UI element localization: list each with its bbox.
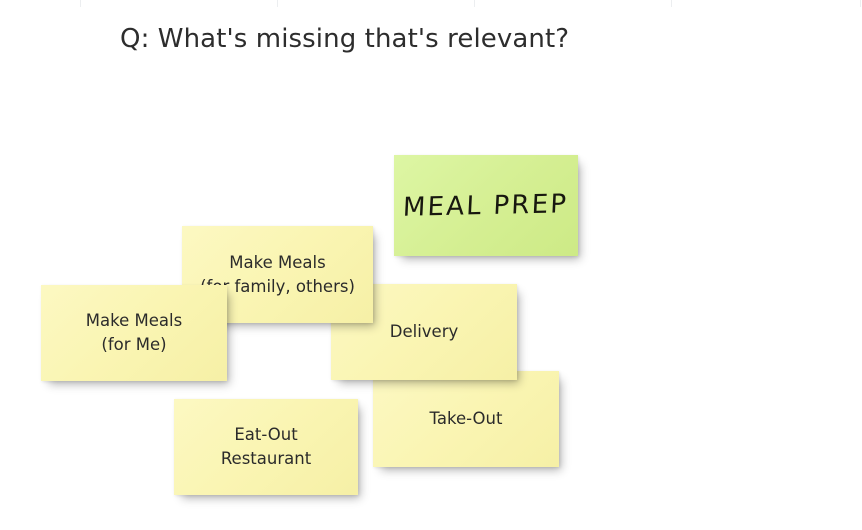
- sticky-note-take-out-text: Take-Out: [429, 409, 503, 428]
- sticky-note-take-out[interactable]: Take-Out: [373, 371, 559, 467]
- sticky-note-make-meals-me-text: Make Meals (for Me): [85, 311, 183, 354]
- sticky-note-eat-out-restaurant[interactable]: Eat-Out Restaurant: [174, 399, 358, 495]
- top-guide-ticks: [0, 0, 862, 7]
- sticky-note-meal-prep-text: MEAL PREP: [402, 188, 570, 223]
- sticky-note-meal-prep[interactable]: MEAL PREP: [394, 155, 578, 256]
- sticky-note-eat-out-restaurant-text: Eat-Out Restaurant: [220, 425, 312, 468]
- sticky-note-delivery-text: Delivery: [389, 322, 459, 341]
- guide-tick-0: [80, 0, 81, 7]
- guide-tick-3: [671, 0, 672, 7]
- sticky-note-make-meals-me[interactable]: Make Meals (for Me): [41, 285, 227, 381]
- guide-tick-1: [277, 0, 278, 7]
- page-title: Q: What's missing that's relevant?: [120, 24, 570, 54]
- guide-tick-4: [860, 0, 861, 7]
- guide-tick-2: [474, 0, 475, 7]
